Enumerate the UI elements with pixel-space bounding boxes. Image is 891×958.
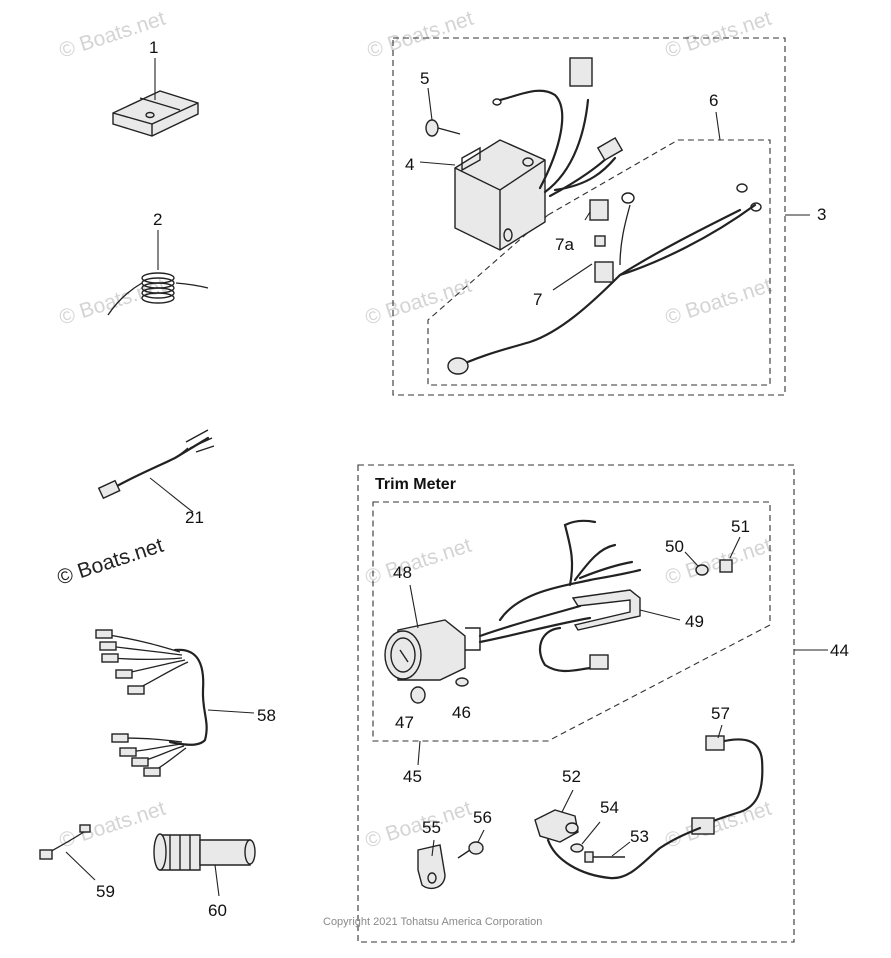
- callout-5: 5: [420, 69, 429, 88]
- part-52-sender: [534, 789, 702, 880]
- callout-52: 52: [562, 767, 581, 786]
- watermarks: © Boats.net © Boats.net © Boats.net © Bo…: [54, 7, 774, 853]
- callout-45: 45: [403, 767, 422, 786]
- section-title: Trim Meter: [375, 476, 456, 493]
- watermark: © Boats.net: [364, 7, 476, 63]
- part-48-gauge: [384, 584, 481, 681]
- callout-57: 57: [711, 704, 730, 723]
- callout-50: 50: [665, 537, 684, 556]
- watermark: © Boats.net: [662, 797, 774, 853]
- callout-46: 46: [452, 703, 471, 722]
- part-55-clamp: [417, 839, 446, 890]
- callout-54: 54: [600, 798, 619, 817]
- callout-48: 48: [393, 563, 412, 582]
- callout-3: 3: [817, 205, 826, 224]
- copyright-text: Copyright 2021 Tohatsu America Corporati…: [323, 916, 542, 928]
- part-56-screw: [457, 829, 485, 859]
- part-47-cap: [410, 686, 426, 704]
- watermark-strong: © Boats.net: [54, 534, 166, 590]
- part-1-cover: [112, 90, 199, 137]
- callout-6: 6: [709, 91, 718, 110]
- callout-7a: 7a: [555, 235, 574, 254]
- callout-47: 47: [395, 713, 414, 732]
- part-46-bulb: [455, 677, 469, 687]
- watermark: © Boats.net: [362, 797, 474, 853]
- part-58-harness: [95, 629, 255, 777]
- callout-7: 7: [533, 290, 542, 309]
- part-57-lead: [691, 724, 764, 835]
- callout-2: 2: [153, 210, 162, 229]
- part-51-nut: [719, 536, 741, 573]
- watermark: © Boats.net: [362, 274, 474, 330]
- part-59-lead: [39, 824, 96, 881]
- part-6-harness: [447, 111, 762, 375]
- watermark: © Boats.net: [662, 274, 774, 330]
- part-50-washer: [684, 551, 709, 576]
- group-box-45: [372, 501, 771, 742]
- part-49-bracket: [478, 519, 681, 673]
- callout-58: 58: [257, 706, 276, 725]
- callout-55: 55: [422, 818, 441, 837]
- callout-56: 56: [473, 808, 492, 827]
- watermark: © Boats.net: [56, 797, 168, 853]
- callout-49: 49: [685, 612, 704, 631]
- callout-1: 1: [149, 38, 158, 57]
- part-21-cable: [97, 429, 215, 513]
- callouts: 1 2 3 4 5 6 7 7a 21 44 45 46 47 48 49 50…: [96, 38, 849, 920]
- part-53-bolt: [584, 841, 631, 863]
- part-2-coil: [107, 272, 209, 316]
- part-4-rectifier: [419, 139, 546, 251]
- part-7-fuse: [552, 199, 609, 291]
- callout-59: 59: [96, 882, 115, 901]
- callout-51: 51: [731, 517, 750, 536]
- part-60-fitting: [153, 833, 256, 897]
- leader-45: [417, 740, 421, 766]
- callout-53: 53: [630, 827, 649, 846]
- watermark: © Boats.net: [662, 7, 774, 63]
- part-5-screw: [425, 87, 461, 137]
- group-box-44: [357, 464, 795, 943]
- callout-44: 44: [830, 641, 849, 660]
- callout-4: 4: [405, 155, 414, 174]
- callout-60: 60: [208, 901, 227, 920]
- group-box-3: [392, 37, 786, 396]
- part-3-harness: [492, 57, 810, 216]
- part-54-washer: [570, 821, 601, 853]
- callout-21: 21: [185, 508, 204, 527]
- watermark: © Boats.net: [362, 534, 474, 590]
- group-box-6: [427, 139, 771, 386]
